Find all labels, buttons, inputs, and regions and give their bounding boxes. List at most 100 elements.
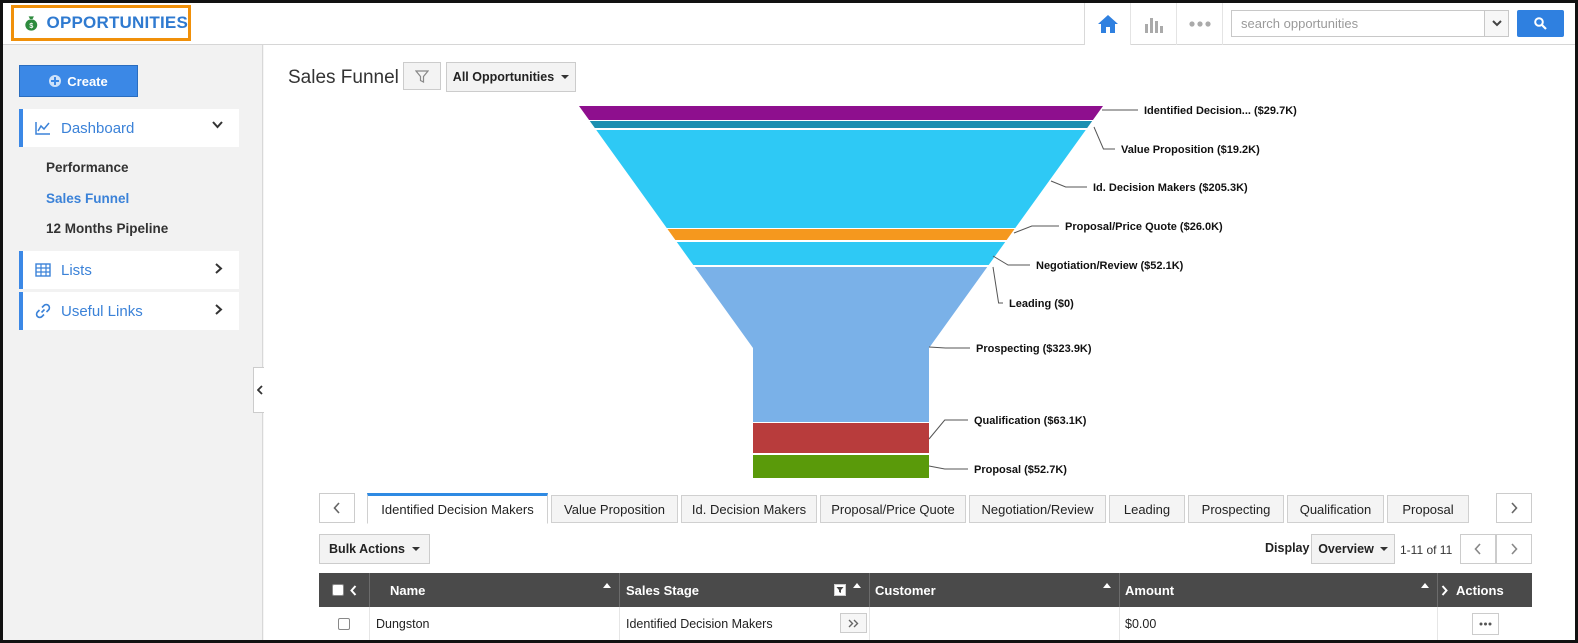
- bulk-actions-label: Bulk Actions: [329, 542, 405, 556]
- advance-stage-button[interactable]: [840, 613, 867, 633]
- tab-qualification[interactable]: Qualification: [1287, 495, 1384, 523]
- chevron-left-icon: [333, 502, 340, 514]
- funnel-segment[interactable]: [753, 423, 929, 453]
- cell-actions: [1438, 607, 1532, 640]
- column-header-name[interactable]: Name: [370, 573, 620, 607]
- funnel-segment[interactable]: [676, 242, 1006, 265]
- tab-leading[interactable]: Leading: [1109, 495, 1185, 523]
- link-icon: [35, 303, 51, 319]
- app-title[interactable]: $ OPPORTUNITIES: [11, 5, 191, 41]
- top-bar: $ OPPORTUNITIES: [3, 3, 1575, 45]
- tab-prospecting[interactable]: Prospecting: [1188, 495, 1284, 523]
- sidebar-item-useful-links[interactable]: Useful Links: [19, 292, 239, 330]
- funnel-leader-line: [928, 465, 968, 470]
- funnel-segment[interactable]: [667, 229, 1015, 240]
- funnel-segment-label: Id. Decision Makers ($205.3K): [1093, 182, 1248, 194]
- sidebar-collapse-button[interactable]: [253, 367, 265, 413]
- column-header-label: Customer: [875, 582, 936, 598]
- prev-page-button[interactable]: [1460, 534, 1496, 564]
- funnel-segment-label: Proposal ($52.7K): [974, 464, 1067, 476]
- home-icon: [1097, 15, 1118, 33]
- home-button[interactable]: [1085, 3, 1131, 45]
- search-button[interactable]: [1517, 10, 1564, 37]
- funnel-leader-line: [1093, 126, 1115, 150]
- tab-identified-decision-makers[interactable]: Identified Decision Makers: [367, 493, 548, 524]
- view-select[interactable]: All Opportunities: [446, 62, 576, 92]
- column-header-label: Actions: [1456, 582, 1504, 598]
- bulk-actions-button[interactable]: Bulk Actions: [319, 534, 430, 564]
- grid-header: Name Sales Stage Customer Amount Actions: [319, 573, 1532, 607]
- column-header-label: Sales Stage: [626, 582, 699, 598]
- chevron-right-icon: [1511, 502, 1518, 514]
- sort-asc-icon: [853, 583, 861, 588]
- sidebar: Create Dashboard Performance Sales Funne…: [3, 45, 265, 640]
- chevron-left-icon: [1474, 543, 1481, 555]
- chevron-left-icon[interactable]: [349, 584, 357, 596]
- column-filter-icon[interactable]: [834, 584, 846, 596]
- tabs-prev-button[interactable]: [319, 493, 355, 523]
- cell-name[interactable]: Dungston: [370, 607, 620, 640]
- create-label: Create: [67, 73, 108, 89]
- funnel-segment[interactable]: [694, 267, 988, 422]
- sidebar-item-dashboard[interactable]: Dashboard: [19, 109, 239, 147]
- row-actions-button[interactable]: [1471, 613, 1499, 635]
- tab-proposal[interactable]: Proposal: [1387, 495, 1469, 523]
- pagination-info: 1-11 of 11: [1400, 543, 1453, 557]
- top-nav: [1084, 3, 1223, 45]
- view-select-value: All Opportunities: [452, 70, 555, 84]
- next-page-button[interactable]: [1496, 534, 1532, 564]
- funnel-segment[interactable]: [589, 121, 1093, 128]
- tab-value-proposition[interactable]: Value Proposition: [551, 495, 678, 523]
- cell-sales-stage: Identified Decision Makers: [620, 607, 870, 640]
- display-label: Display: [1265, 541, 1310, 555]
- sidebar-item-lists[interactable]: Lists: [19, 251, 239, 289]
- funnel-segment-label: Qualification ($63.1K): [974, 415, 1087, 427]
- select-all-checkbox[interactable]: [331, 584, 344, 596]
- display-select[interactable]: Overview: [1311, 534, 1395, 564]
- row-select-cell: [319, 607, 370, 640]
- search-filter-dropdown[interactable]: [1484, 11, 1508, 36]
- tab-negotiation-review[interactable]: Negotiation/Review: [969, 495, 1106, 523]
- tab-id-decision-makers[interactable]: Id. Decision Makers: [681, 495, 817, 523]
- sidebar-item-label: Useful Links: [61, 302, 143, 320]
- page-title: Sales Funnel: [288, 67, 399, 88]
- svg-text:$: $: [29, 21, 33, 30]
- table-row[interactable]: Dungston Identified Decision Makers $0.0…: [319, 607, 1532, 640]
- caret-down-icon: [1379, 547, 1388, 551]
- funnel-leader-line: [1013, 225, 1059, 234]
- main-content: Identified Decision... ($29.7K) Value Pro…: [264, 45, 1575, 640]
- funnel-leader-line: [992, 266, 1003, 304]
- reports-button[interactable]: [1131, 3, 1177, 45]
- sidebar-subitem-performance[interactable]: Performance: [46, 160, 129, 175]
- more-button[interactable]: [1177, 3, 1223, 45]
- sidebar-subitem-12-months-pipeline[interactable]: 12 Months Pipeline: [46, 221, 169, 236]
- double-chevron-right-icon: [848, 619, 858, 627]
- sidebar-subitem-sales-funnel[interactable]: Sales Funnel: [46, 191, 130, 206]
- chevron-right-icon: [215, 304, 223, 315]
- chevron-down-icon: [1491, 20, 1502, 27]
- funnel-segment[interactable]: [579, 106, 1103, 120]
- funnel-segment[interactable]: [753, 455, 929, 478]
- column-header-sales-stage[interactable]: Sales Stage: [620, 573, 870, 607]
- chevron-right-icon[interactable]: [1441, 585, 1448, 596]
- column-header-customer[interactable]: Customer: [870, 573, 1120, 607]
- sort-asc-icon: [603, 583, 611, 588]
- tab-proposal-price-quote[interactable]: Proposal/Price Quote: [820, 495, 966, 523]
- chevron-left-icon: [256, 385, 263, 395]
- funnel-segment-label: Identified Decision... ($29.7K): [1144, 105, 1297, 117]
- funnel-segment-label: Value Proposition ($19.2K): [1121, 144, 1260, 156]
- column-header-amount[interactable]: Amount: [1120, 573, 1438, 607]
- filter-button[interactable]: [403, 62, 441, 90]
- bar-chart-icon: [1144, 18, 1163, 33]
- create-button[interactable]: Create: [19, 65, 138, 97]
- row-checkbox[interactable]: [338, 618, 350, 630]
- funnel-segment[interactable]: [596, 130, 1086, 228]
- table-icon: [35, 263, 51, 277]
- chevron-right-icon: [215, 263, 223, 274]
- tabs-next-button[interactable]: [1496, 493, 1532, 523]
- stage-tabs: Identified Decision Makers Value Proposi…: [319, 493, 1534, 525]
- plus-circle-icon: [49, 75, 62, 87]
- search-input[interactable]: [1232, 11, 1484, 36]
- caret-down-icon: [561, 75, 570, 79]
- chevron-down-icon: [212, 121, 223, 129]
